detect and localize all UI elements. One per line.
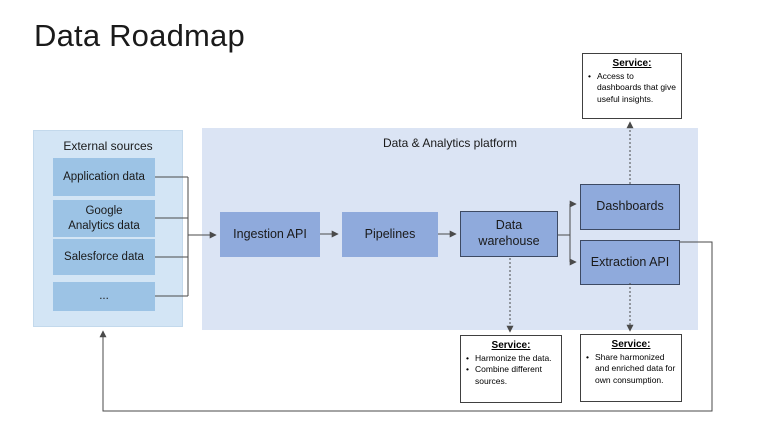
node-pipelines: Pipelines [342,212,438,257]
platform-label: Data & Analytics platform [382,136,518,150]
service-bullet-text: Harmonize the data. [475,353,552,363]
node-extraction-api: Extraction API [580,240,680,285]
service-bullet: • Access to dashboards that give useful … [588,71,676,105]
node-more-sources: ... [53,282,155,311]
node-pipelines-label: Pipelines [364,226,416,241]
service-callout-warehouse: Service: • Harmonize the data. • Combine… [460,335,562,403]
node-google-analytics-data: Google Analytics data [53,200,155,237]
bullet-icon: • [588,71,591,81]
node-data-warehouse-label: Data warehouse [478,218,540,248]
service-heading: Service: [611,339,651,350]
service-bullet: • Combine different sources. [466,364,556,387]
node-application-data-label: Application data [63,170,145,183]
service-bullet-text: Share harmonized and enriched data for o… [595,352,676,385]
slide-title: Data Roadmap [34,18,245,53]
bullet-icon: • [586,352,589,362]
node-dashboards-label: Dashboards [596,199,664,214]
service-bullet-text: Access to dashboards that give useful in… [597,71,676,104]
service-bullet: • Harmonize the data. [466,353,556,364]
service-bullet-text: Combine different sources. [475,364,542,386]
service-bullet: • Share harmonized and enriched data for… [586,352,676,386]
node-more-sources-label: ... [99,290,109,303]
node-ingestion-api: Ingestion API [220,212,320,257]
node-dashboards: Dashboards [580,184,680,230]
service-callout-extraction: Service: • Share harmonized and enriched… [580,334,682,402]
service-heading: Service: [612,58,652,69]
service-heading: Service: [491,340,531,351]
node-salesforce-data: Salesforce data [53,239,155,275]
bullet-icon: • [466,353,469,363]
node-google-analytics-data-label: Google Analytics data [68,204,140,232]
external-sources-label: External sources [63,139,153,153]
service-callout-dashboards: Service: • Access to dashboards that giv… [582,53,682,119]
node-data-warehouse: Data warehouse [460,211,558,257]
node-salesforce-data-label: Salesforce data [64,250,144,263]
bullet-icon: • [466,364,469,375]
node-ingestion-api-label: Ingestion API [233,226,307,241]
node-extraction-api-label: Extraction API [590,254,670,269]
node-application-data: Application data [53,158,155,196]
